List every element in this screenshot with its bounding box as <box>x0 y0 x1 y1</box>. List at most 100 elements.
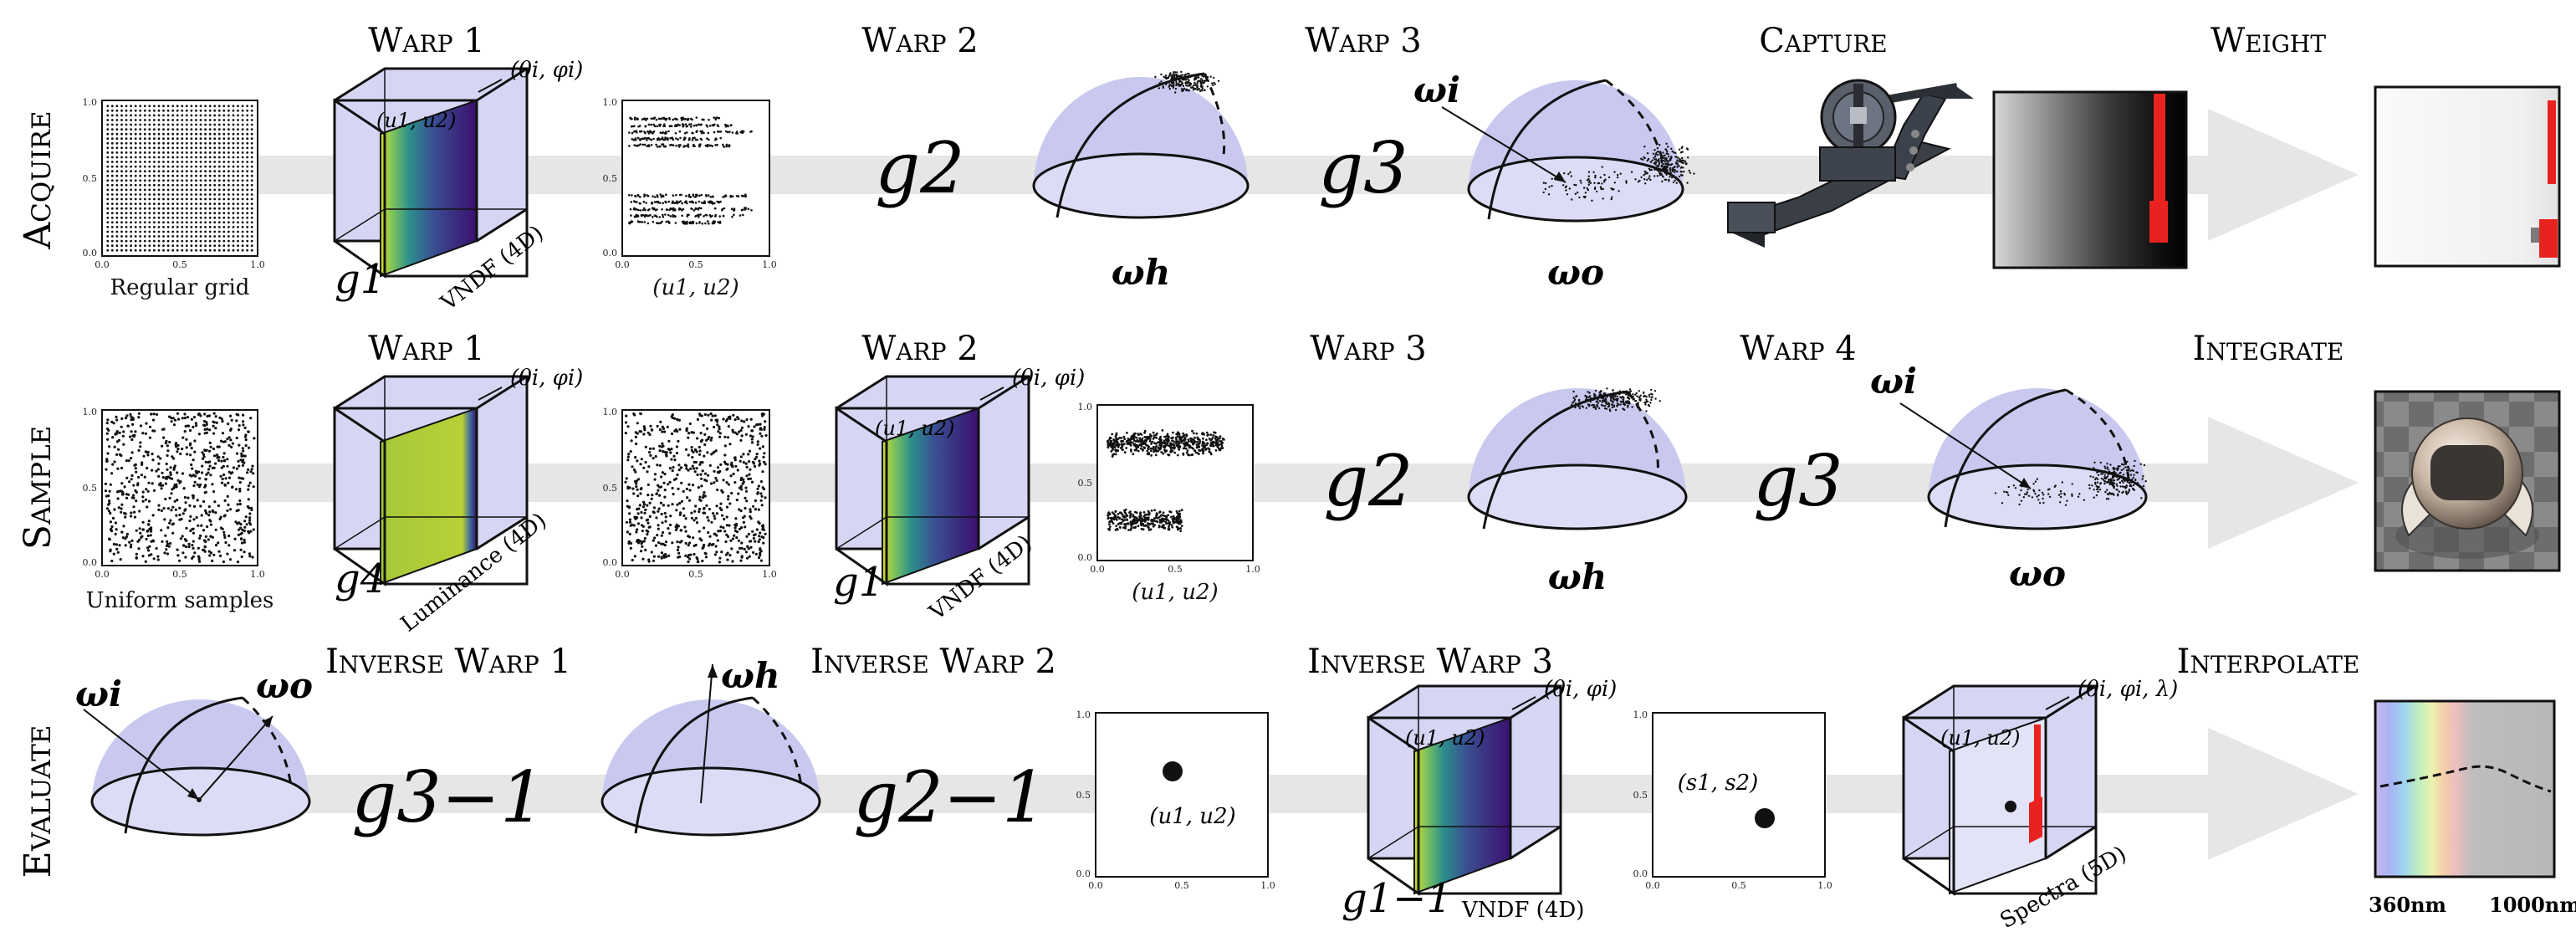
dome-dots-sample-o <box>1994 459 2147 506</box>
tick-x-0: 0.0 <box>95 259 110 270</box>
unif2-tick-y-1: 0.5 <box>603 483 618 494</box>
sample-warp4-title: Warp 4 <box>1740 330 1856 368</box>
smp-scatter-tick-x-1: 0.5 <box>1168 564 1183 575</box>
ev1-tick-y-0: 0.0 <box>1076 868 1091 879</box>
sample-warp3-title: Warp 3 <box>1310 330 1426 368</box>
acquire-omega-o-label: ωo <box>1547 252 1604 293</box>
acquire-dome-omega-h: ωh <box>1032 70 1250 293</box>
acquire-cube-angle-label: (θi, φi) <box>510 58 583 83</box>
evaluate-omega-h-label: ωh <box>721 655 780 696</box>
smp-scatter-tick-y-0: 0.0 <box>1078 552 1093 563</box>
acq-scatter-tick-x-1: 0.5 <box>688 259 703 270</box>
sample-scatter-caption: (u1, u2) <box>1132 580 1218 605</box>
sample-cube2-face-label: (u1, u2) <box>875 417 954 440</box>
dome-dots-acquire-o <box>1542 142 1695 202</box>
dome-dots-sample <box>1570 387 1661 412</box>
tick-y-2: 1.0 <box>83 97 98 108</box>
gonio-photometer-icon <box>1727 79 1974 248</box>
evaluate-omega-i-label: ωi <box>75 673 122 714</box>
acq-scatter-tick-x-0: 0.0 <box>615 259 630 270</box>
acquire-warp2-title: Warp 2 <box>861 22 978 60</box>
spectrum-min-label: 360nm <box>2369 893 2446 917</box>
sample-cube1-angle-label: (θi, φi) <box>510 366 583 391</box>
ev1-tick-x-1: 0.5 <box>1174 880 1189 891</box>
acquire-scatter-plot: 0.0 0.5 1.0 0.0 0.5 1.0 (u1, u2) <box>603 97 777 300</box>
evaluate-spectra-angle-label: (θi, φi, λ) <box>2078 677 2178 702</box>
regular-grid-dots <box>106 105 253 252</box>
ev1-tick-x-0: 0.0 <box>1088 880 1103 891</box>
acquire-g1-label: g1 <box>335 256 386 303</box>
evaluate-point-u-label: (u1, u2) <box>1149 804 1235 829</box>
capture-title: Capture <box>1759 22 1887 60</box>
sample-omega-h-label: ωh <box>1548 556 1607 597</box>
evaluate-point-plot-u: (u1, u2) 0.0 0.5 1.0 0.0 0.5 1.0 <box>1076 709 1275 891</box>
regular-grid-caption: Regular grid <box>110 275 250 300</box>
evaluate-omega-o-label: ωo <box>256 665 313 706</box>
acq-scatter-tick-y-2: 1.0 <box>603 97 618 108</box>
ev1-tick-x-2: 1.0 <box>1260 880 1275 891</box>
acq-scatter-tick-y-0: 0.0 <box>603 248 618 259</box>
sample-g1-label: g1 <box>833 559 884 606</box>
ev2-tick-y-0: 0.0 <box>1633 868 1648 879</box>
weight-title: Weight <box>2211 22 2326 60</box>
evaluate-point-s-label: (s1, s2) <box>1678 771 1759 796</box>
sample-warp2-title: Warp 2 <box>861 330 978 368</box>
unif2-tick-y-0: 0.0 <box>603 557 618 568</box>
sample-dome-omega-h: ωh <box>1467 387 1688 597</box>
acquire-omega-h-label: ωh <box>1112 252 1171 293</box>
ev2-tick-x-1: 0.5 <box>1731 880 1746 891</box>
evaluate-vndf-cube: (θi, φi) (u1, u2) VNDF (4D) g1−1 <box>1342 677 1617 923</box>
sample-cube2-angle-label: (θi, φi) <box>1012 366 1085 391</box>
tick-y-0: 0.0 <box>83 248 98 259</box>
inverse-warp3-title: Inverse Warp 3 <box>1307 643 1553 681</box>
tick-x-1: 0.5 <box>172 259 187 270</box>
evaluate-g1-inverse-label: g1−1 <box>1342 875 1452 922</box>
tick-y-1: 0.5 <box>83 173 98 184</box>
unif-tick-x-2: 1.0 <box>250 569 265 580</box>
evaluate-point-plot-s: (s1, s2) 0.0 0.5 1.0 0.0 0.5 1.0 <box>1633 709 1832 891</box>
smp-scatter-tick-y-2: 1.0 <box>1078 402 1093 412</box>
weight-image <box>2374 85 2561 268</box>
acq-scatter-tick-y-1: 0.5 <box>603 173 618 184</box>
unif2-tick-y-2: 1.0 <box>603 407 618 417</box>
spectrum-plot: 360nm 1000nm <box>2369 699 2576 917</box>
capture-image <box>1992 90 2188 269</box>
sample-g3-label: g3 <box>1753 440 1843 522</box>
acquire-omega-i-label: ωi <box>1413 69 1460 110</box>
acquire-warp1-title: Warp 1 <box>368 22 484 60</box>
uniform-samples-dots <box>104 412 256 564</box>
acquire-warp3-title: Warp 3 <box>1305 22 1421 60</box>
uniform-samples-caption: Uniform samples <box>86 588 274 613</box>
acquire-cube-face-label: (u1, u2) <box>376 109 456 132</box>
inverse-warp1-title: Inverse Warp 1 <box>325 643 571 681</box>
uniform-samples-plot: 0.0 0.5 1.0 0.0 0.5 1.0 Uniform samples <box>83 407 274 613</box>
ev2-tick-y-1: 0.5 <box>1633 790 1648 801</box>
unif-tick-y-2: 1.0 <box>83 407 98 417</box>
smp-scatter-tick-y-1: 0.5 <box>1078 478 1093 489</box>
acq-scatter-tick-x-2: 1.0 <box>762 259 777 270</box>
sample-warp1-title: Warp 1 <box>368 330 484 368</box>
dome-dots-acquire <box>1154 70 1220 94</box>
sample-omega-i-label: ωi <box>1870 361 1917 402</box>
sample-g4-label: g4 <box>335 556 386 602</box>
evaluate-spectra-face-label: (u1, u2) <box>1940 726 2020 750</box>
evaluate-cube-face-label: (u1, u2) <box>1405 726 1485 750</box>
acquire-scatter-caption: (u1, u2) <box>652 275 739 300</box>
ev1-tick-y-1: 0.5 <box>1076 790 1091 801</box>
inverse-warp2-title: Inverse Warp 2 <box>810 643 1056 681</box>
evaluate-dome-omega-h: ωh <box>601 655 821 837</box>
integrate-title: Integrate <box>2193 330 2344 368</box>
acquire-dome-omega-o: ωi ωo <box>1413 69 1695 293</box>
evaluate-g3-inverse-label: g3−1 <box>351 756 544 838</box>
evaluate-g2-inverse-label: g2−1 <box>853 756 1046 838</box>
row-label-evaluate: Evaluate <box>17 725 59 878</box>
sample-g2-label: g2 <box>1323 440 1413 522</box>
unif2-tick-x-2: 1.0 <box>762 569 777 580</box>
unif-tick-y-0: 0.0 <box>83 557 98 568</box>
ev2-tick-x-0: 0.0 <box>1645 880 1660 891</box>
ev2-tick-x-2: 1.0 <box>1817 880 1832 891</box>
sample-dome-omega-o: ωi ωo <box>1870 361 2148 594</box>
unif2-tick-x-0: 0.0 <box>615 569 630 580</box>
acquire-g3-label: g3 <box>1318 127 1408 209</box>
